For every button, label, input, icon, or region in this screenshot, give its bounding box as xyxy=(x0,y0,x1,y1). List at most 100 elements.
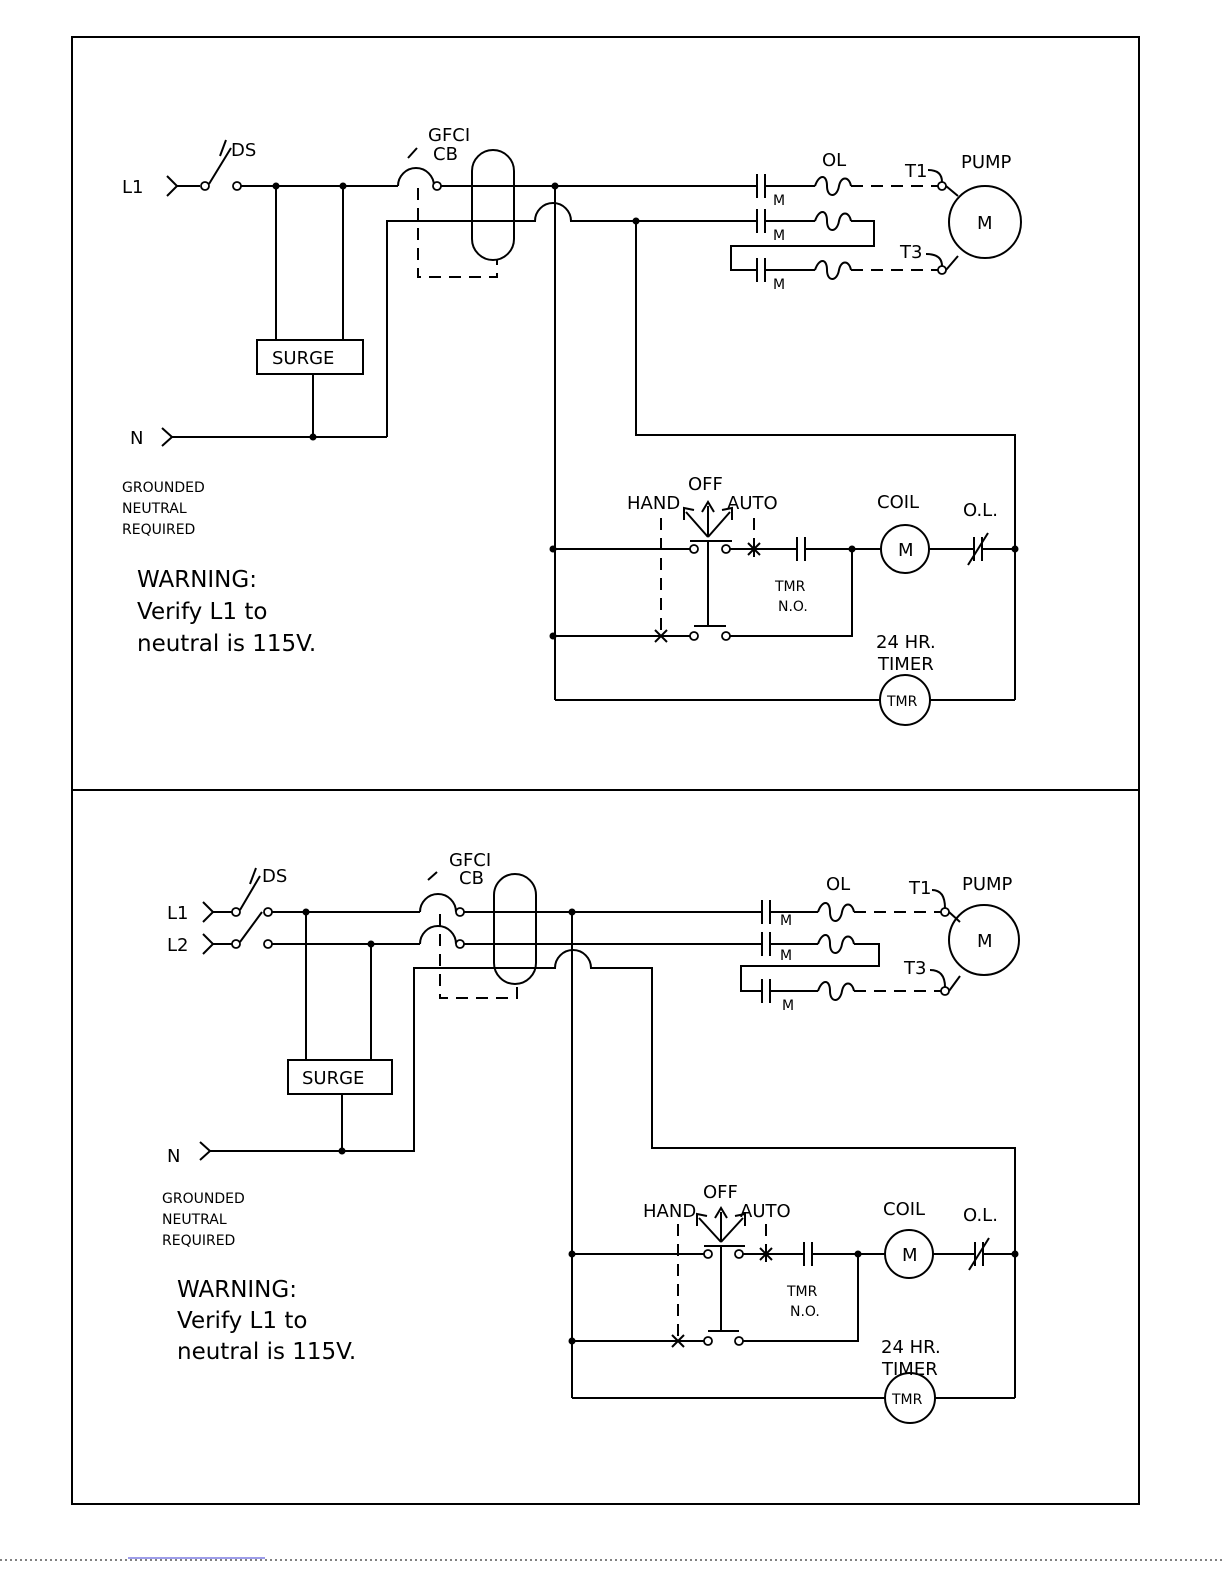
contact-m-label: M xyxy=(782,998,794,1014)
terminal-t1-label: T1 xyxy=(908,878,931,899)
control-neutral-riser xyxy=(635,221,1016,700)
terminal-t3-label: T3 xyxy=(903,958,926,979)
ds-contact-left xyxy=(231,939,241,949)
coil-letter: M xyxy=(898,540,914,561)
ds-contact-right xyxy=(263,939,273,949)
auto-contact xyxy=(734,1249,744,1259)
terminal-t3 xyxy=(937,265,947,275)
timer-contact-type: N.O. xyxy=(790,1304,820,1320)
t3-leader xyxy=(925,253,943,267)
bypass-return xyxy=(743,1254,859,1342)
coil-letter: M xyxy=(902,1245,918,1266)
neutral-line xyxy=(161,427,387,447)
junction-dot xyxy=(549,632,557,640)
disconnect-label: DS xyxy=(231,140,256,161)
diagram-115v: L1 DS GFCI CB SURGE N M M xyxy=(122,125,1022,726)
bypass-contact-left xyxy=(703,1336,713,1346)
gfci-contact xyxy=(455,939,465,949)
timer-motor-symbol xyxy=(879,674,931,726)
timer-contact-label: TMR xyxy=(786,1284,818,1300)
contact-leads xyxy=(765,185,815,271)
pump-label: PUMP xyxy=(962,874,1013,895)
timer-label-2: TIMER xyxy=(881,1359,938,1380)
timer-label-2: TIMER xyxy=(877,654,934,675)
contactor-m-contact-3 xyxy=(756,258,766,282)
overload-heater-1 xyxy=(817,902,855,922)
bypass-contact-left xyxy=(689,631,699,641)
motor-leads xyxy=(851,185,938,271)
cb-label: CB xyxy=(433,144,458,165)
page-frame xyxy=(71,36,1140,1505)
hand-contact xyxy=(689,544,699,554)
gfci-breaker-arc xyxy=(397,147,435,187)
l2-terminal-label: L2 xyxy=(167,935,188,956)
junction-dot xyxy=(338,1147,346,1155)
neutral-line xyxy=(199,949,1016,1398)
selector-auto-label: AUTO xyxy=(740,1201,791,1222)
gfci-breaker-arcs xyxy=(419,871,457,945)
gfci-sensing-coil xyxy=(471,149,515,261)
overload-heater-1 xyxy=(814,176,852,196)
ol-contact-label: O.L. xyxy=(963,1205,998,1226)
ds-contact-right xyxy=(232,181,242,191)
timer-label-1: 24 HR. xyxy=(881,1337,941,1358)
gfci-label: GFCI xyxy=(428,125,470,146)
junction-dot xyxy=(549,545,557,553)
warning-title: WARNING: xyxy=(137,567,257,593)
gfci-label: GFCI xyxy=(449,850,491,871)
contact-m-label: M xyxy=(780,913,792,929)
neutral-note-line-3: REQUIRED xyxy=(162,1233,235,1249)
selector-arrows xyxy=(696,1206,746,1243)
bypass-contact-right xyxy=(734,1336,744,1346)
neutral-note-line-1: GROUNDED xyxy=(122,480,205,496)
terminal-t1 xyxy=(940,907,950,917)
selector-auto-label: AUTO xyxy=(727,493,778,514)
pump-motor-symbol xyxy=(948,904,1020,976)
disconnect-switch-blades xyxy=(239,867,263,943)
warning-line-2: neutral is 115V. xyxy=(177,1339,356,1365)
timer-motor-symbol xyxy=(884,1372,936,1424)
motor-leads xyxy=(854,911,941,992)
contactor-jumper xyxy=(730,220,875,271)
l1-terminal-arrow xyxy=(166,175,200,197)
contactor-m-contact-1 xyxy=(756,174,766,198)
contact-m-label: M xyxy=(773,228,785,244)
neutral-return-line xyxy=(386,202,757,437)
terminal-t3 xyxy=(940,986,950,996)
ol-contact-nc xyxy=(968,1237,1015,1271)
timer-symbol-text: TMR xyxy=(891,1392,923,1408)
ol-contact-label: O.L. xyxy=(963,500,998,521)
ds-contact-right xyxy=(263,907,273,917)
timer-contact-no xyxy=(796,537,852,561)
t1-leader xyxy=(927,169,943,183)
terminal-t1-label: T1 xyxy=(904,161,927,182)
timer-label-1: 24 HR. xyxy=(876,632,936,653)
timer-contact-type: N.O. xyxy=(778,599,808,615)
contactor-jumper xyxy=(740,943,880,992)
coil-label: COIL xyxy=(883,1199,925,1220)
neutral-terminal-label: N xyxy=(167,1146,180,1167)
junction-dot xyxy=(309,433,317,441)
warning-title: WARNING: xyxy=(177,1277,297,1303)
auto-contact xyxy=(721,544,731,554)
selector-switch-bridge xyxy=(690,540,732,625)
gfci-trip-linkage xyxy=(439,914,518,999)
overload-heater-3 xyxy=(814,260,852,280)
bypass-contact-right xyxy=(721,631,731,641)
motor-lead-links xyxy=(948,911,961,992)
warning-line-2: neutral is 115V. xyxy=(137,631,316,657)
l1-terminal-label: L1 xyxy=(167,903,188,924)
t1-leader xyxy=(931,889,946,909)
neutral-note-line-1: GROUNDED xyxy=(162,1191,245,1207)
warning-line-1: Verify L1 to xyxy=(177,1308,307,1334)
warning-line-1: Verify L1 to xyxy=(137,599,267,625)
disconnect-switch-blade xyxy=(208,139,232,185)
motor-lead-links xyxy=(945,185,959,271)
timer-contact-label: TMR xyxy=(774,579,806,595)
selector-off-label: OFF xyxy=(703,1182,738,1203)
cb-label: CB xyxy=(459,868,484,889)
ol-contact-nc xyxy=(967,532,1015,566)
pump-label: PUMP xyxy=(961,152,1012,173)
neutral-note-line-3: REQUIRED xyxy=(122,522,195,538)
selector-hand-label: HAND xyxy=(627,493,680,514)
